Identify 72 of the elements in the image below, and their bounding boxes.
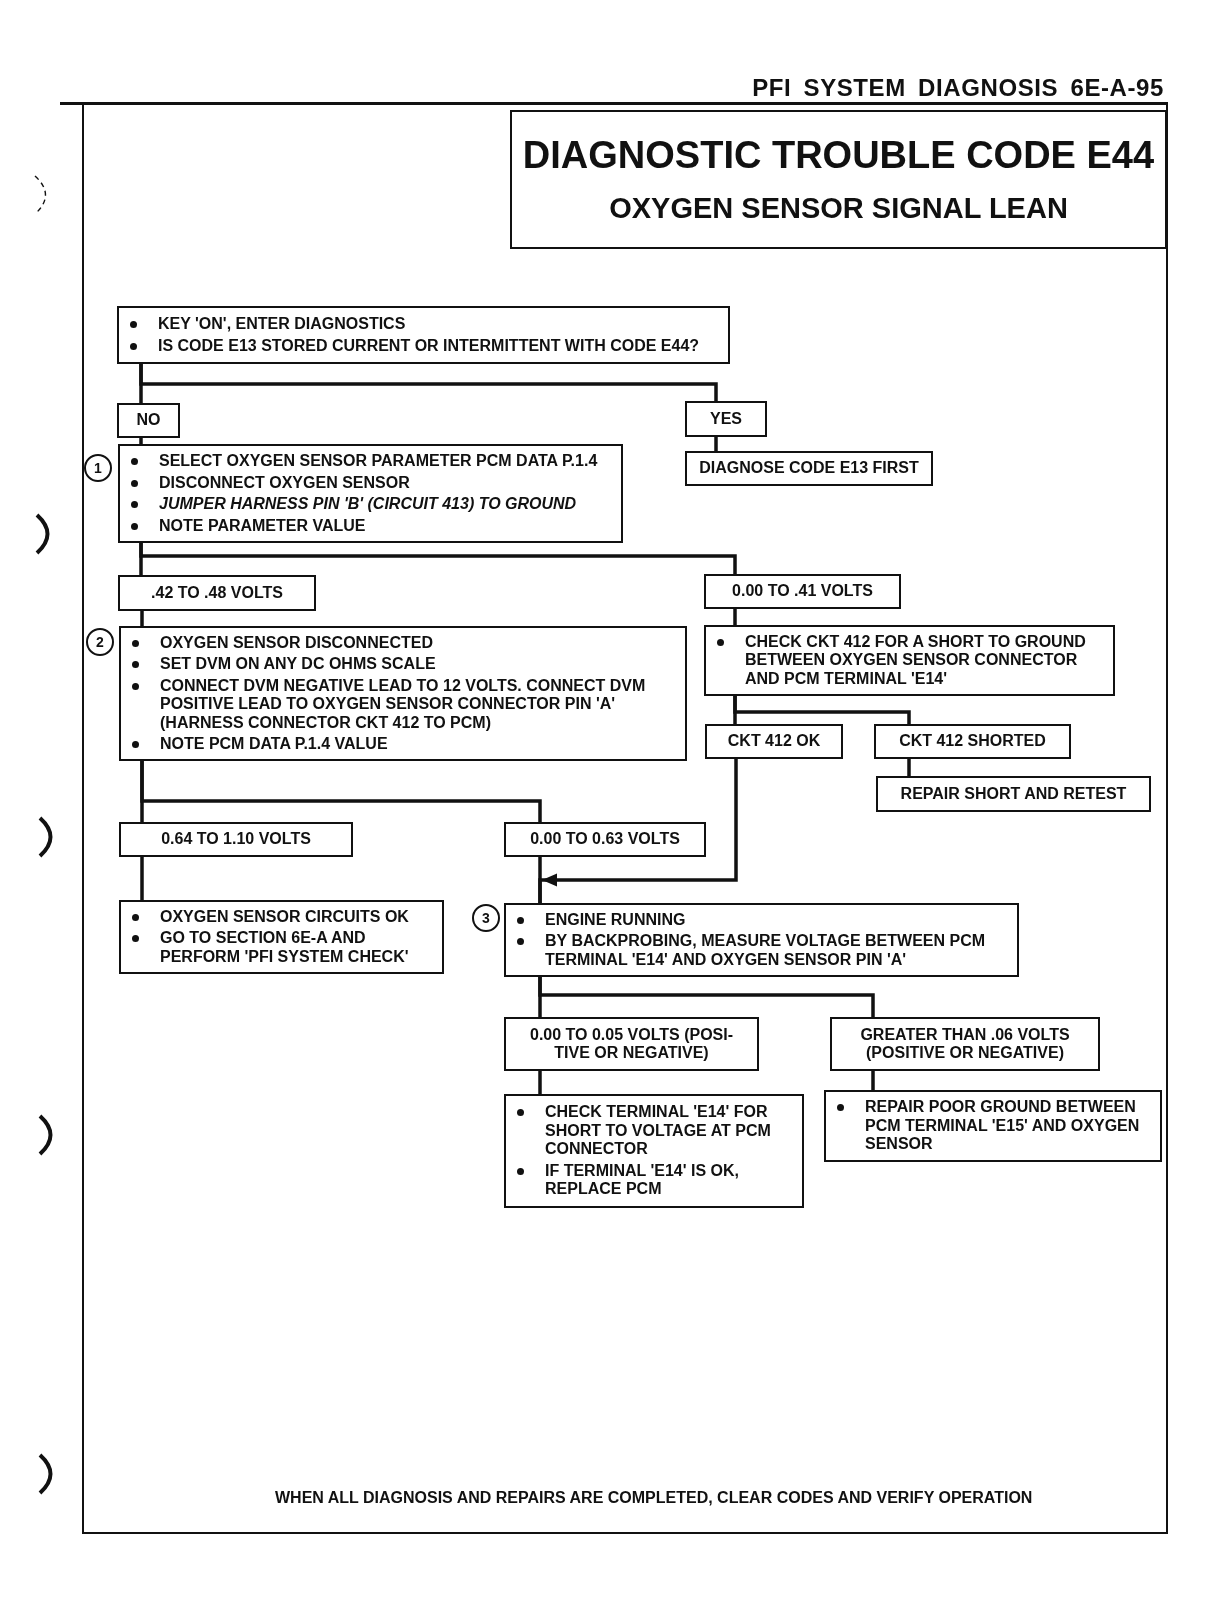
instruction-box [119, 626, 687, 761]
result-text: YES [710, 409, 742, 429]
result-text: CKT 412 OK [727, 732, 821, 751]
instruction-text: NOTE PCM DATA P.1.4 VALUE [160, 735, 388, 754]
result-box [504, 822, 706, 857]
result-box [830, 1017, 1100, 1071]
result-box [685, 451, 933, 486]
connector-line [733, 696, 911, 724]
instruction-box [118, 444, 623, 543]
footer-note: WHEN ALL DIAGNOSIS AND REPAIRS ARE COMPLETED, CLEAR CODES AND VERIFY OPERATION [275, 1488, 1033, 1508]
result-box [685, 401, 767, 437]
instruction-text: NOTE PARAMETER VALUE [159, 516, 366, 535]
instruction-text: REPAIR POOR GROUND BETWEEN PCM TERMINAL 'E15' AND OXYGEN SENSOR [865, 1098, 1141, 1154]
instruction-text: ENGINE RUNNING [545, 910, 686, 930]
instruction-text: OXYGEN SENSOR CIRCUITS OK [160, 907, 409, 927]
result-text: 0.00 TO 0.05 VOLTS (POSI-TIVE OR NEGATIVE) [529, 1025, 734, 1063]
connector-line [733, 609, 737, 625]
connector-line [871, 1071, 875, 1090]
connector-line [140, 761, 542, 822]
result-box [704, 574, 901, 609]
instruction-text: CONNECT DVM NEGATIVE LEAD TO 12 VOLTS. CONNECT DVM POSITIVE LEAD TO OXYGEN SENSOR CONNECTOR PIN 'A' (HARNESS CONNECTOR CKT 412 TO PCM) [160, 676, 647, 732]
arrow [538, 759, 738, 903]
instruction-box [504, 903, 1019, 977]
instruction-box [504, 1094, 804, 1208]
connector-line [714, 437, 718, 451]
connector-line [538, 1071, 542, 1094]
instruction-text: SELECT OXYGEN SENSOR PARAMETER PCM DATA P.1.4 [159, 452, 598, 471]
result-text: 0.64 TO 1.10 VOLTS [161, 830, 311, 849]
title-box [510, 110, 1167, 249]
instruction-text: IF TERMINAL 'E14' IS OK, REPLACE PCM [545, 1161, 740, 1199]
result-text: CKT 412 SHORTED [899, 732, 1046, 751]
instruction-box [704, 625, 1115, 696]
instruction-text: IS CODE E13 STORED CURRENT OR INTERMITTENT WITH CODE E44? [158, 336, 700, 355]
result-box [119, 822, 353, 857]
instruction-text: SET DVM ON ANY DC OHMS SCALE [160, 655, 436, 674]
instruction-box [119, 900, 444, 974]
result-box [876, 776, 1151, 812]
connector-line [907, 759, 911, 776]
instruction-box [824, 1090, 1162, 1162]
result-text: GREATER THAN .06 VOLTS (POSITIVE OR NEGATIVE) [859, 1025, 1071, 1063]
result-text: 0.00 TO .41 VOLTS [732, 582, 873, 601]
page-header-text: PFI SYSTEM DIAGNOSIS 6E-A-95 [752, 74, 1164, 102]
connector-line [538, 977, 875, 1017]
connector-line [139, 543, 737, 574]
result-box [118, 575, 316, 611]
result-text: DIAGNOSE CODE E13 FIRST [699, 459, 919, 478]
instruction-text: DISCONNECT OXYGEN SENSOR [159, 473, 410, 492]
title-text: DIAGNOSTIC TROUBLE CODE E44 [522, 133, 1155, 177]
instruction-text: CHECK TERMINAL 'E14' FOR SHORT TO VOLTAGE AT PCM CONNECTOR [545, 1103, 772, 1159]
connector-line [140, 857, 144, 900]
result-text: 0.00 TO 0.63 VOLTS [530, 830, 680, 849]
connector-line [140, 611, 144, 626]
result-text: NO [136, 411, 161, 430]
result-text: REPAIR SHORT AND RETEST [900, 784, 1127, 804]
step-number: 2 [86, 628, 114, 656]
instruction-text: CHECK CKT 412 FOR A SHORT TO GROUND BETWEEN OXYGEN SENSOR CONNECTOR AND PCM TERMINAL 'E14' [745, 632, 1087, 689]
instruction-text: JUMPER HARNESS PIN 'B' (CIRCUIT 413) TO GROUND [159, 495, 577, 514]
result-box [874, 724, 1071, 759]
instruction-text: KEY 'ON', ENTER DIAGNOSTICS [158, 315, 406, 334]
instruction-text: OXYGEN SENSOR DISCONNECTED [160, 633, 433, 652]
instruction-box [117, 306, 730, 364]
result-box [504, 1017, 759, 1071]
result-text: .42 TO .48 VOLTS [151, 583, 283, 603]
instruction-text: BY BACKPROBING, MEASURE VOLTAGE BETWEEN PCM TERMINAL 'E14' AND OXYGEN SENSOR PIN 'A' [545, 932, 987, 970]
subtitle-text: OXYGEN SENSOR SIGNAL LEAN [609, 191, 1068, 225]
instruction-text: GO TO SECTION 6E-A AND PERFORM 'PFI SYSTEM CHECK' [160, 929, 410, 967]
connector-line [139, 438, 143, 444]
result-box [117, 403, 180, 438]
result-box [705, 724, 843, 759]
step-number: 1 [84, 454, 112, 482]
connector-line [139, 364, 718, 401]
step-number: 3 [472, 904, 500, 932]
